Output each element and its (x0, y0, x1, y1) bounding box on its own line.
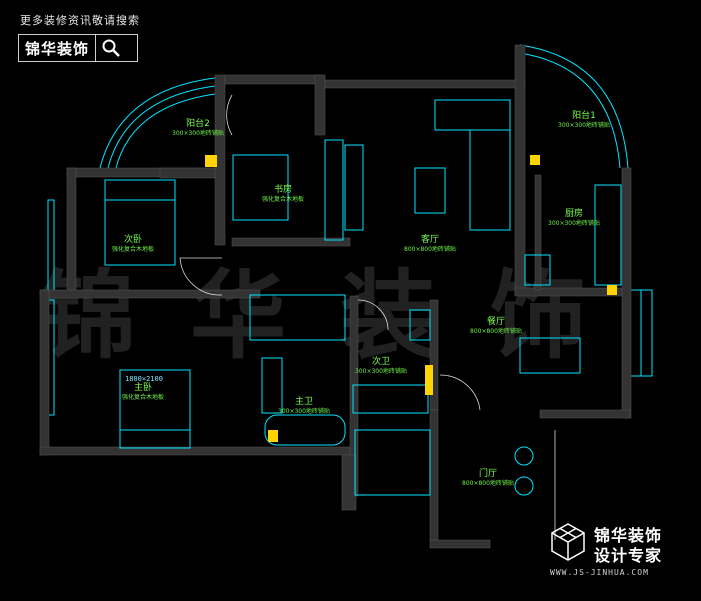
room-second-bedroom: 次卧强化复合木地板 (112, 235, 155, 254)
room-study: 书房强化复合木地板 (262, 185, 305, 204)
logo-cube-icon (551, 523, 585, 561)
brand-search-box[interactable]: 锦华装饰 (18, 34, 138, 62)
room-master-bedroom: 主卧强化复合木地板 (122, 383, 165, 402)
search-icon[interactable] (95, 35, 126, 61)
banner-text: 更多装修资讯敬请搜索 (20, 14, 140, 27)
logo-line2: 设计专家 (594, 546, 663, 565)
logo-line1: 锦华装饰 (594, 526, 663, 545)
company-logo: 锦华装饰 设计专家 WWW.JS-JINHUA.COM (548, 520, 688, 582)
bed-size-label: 1800×2100 (125, 375, 163, 383)
logo-url[interactable]: WWW.JS-JINHUA.COM (550, 568, 649, 577)
brand-name: 锦华装饰 (25, 39, 90, 58)
